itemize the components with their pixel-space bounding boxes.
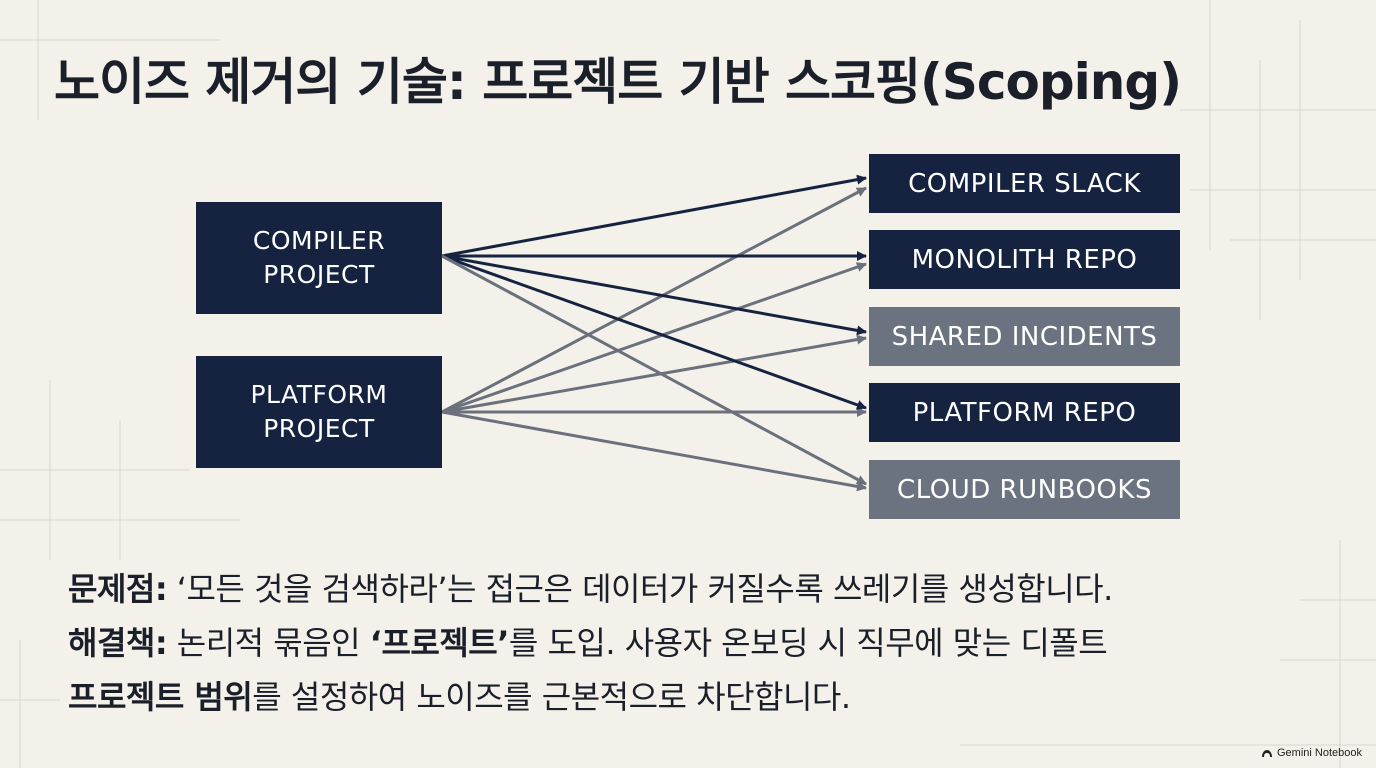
- compiler-to-runbooks-arrow: [441, 254, 867, 486]
- compiler-project-arrows: [441, 174, 867, 410]
- platform-project-arrows: [441, 186, 867, 492]
- watermark-text: Gemini Notebook: [1277, 747, 1362, 759]
- node-compiler-project-line1: COMPILER: [252, 226, 386, 255]
- arrow-platform-to-cloud-runbooks: [441, 410, 867, 492]
- solution-emphasis-project: ‘프로젝트’: [369, 624, 510, 662]
- problem-text: ‘모든 것을 검색하라’는 접근은 데이터가 커질수록 쓰레기를 생성합니다.: [167, 570, 1113, 608]
- node-platform-repo: PLATFORM REPO: [869, 383, 1180, 442]
- solution-text-3: 를 설정하여 노이즈를 근본적으로 차단합니다.: [252, 678, 851, 716]
- node-cloud-runbooks: CLOUD RUNBOOKS: [869, 460, 1180, 519]
- arrow-compiler-to-cloud-runbooks: [441, 254, 867, 486]
- node-platform-project-line1: PLATFORM: [250, 380, 388, 409]
- arrow-platform-to-compiler-slack: [441, 186, 867, 414]
- solution-emphasis-scope: 프로젝트 범위: [68, 678, 253, 716]
- node-monolith-repo: MONOLITH REPO: [869, 230, 1180, 289]
- arrow-platform-to-shared-incidents: [441, 334, 867, 414]
- problem-paragraph: 문제점: ‘모든 것을 검색하라’는 접근은 데이터가 커질수록 쓰레기를 생성…: [68, 562, 1308, 616]
- node-platform-project-line2: PROJECT: [263, 414, 375, 443]
- node-compiler-project: COMPILER PROJECT: [196, 202, 442, 314]
- solution-text-2: 를 도입. 사용자 온보딩 시 직무에 맞는 디폴트: [508, 624, 1108, 662]
- arrow-compiler-to-platform-repo: [441, 254, 867, 410]
- node-compiler-slack: COMPILER SLACK: [869, 154, 1180, 213]
- solution-label: 해결책:: [68, 624, 168, 662]
- solution-text-1: 논리적 묶음인: [167, 624, 370, 662]
- watermark: Gemini Notebook: [1261, 747, 1362, 759]
- node-shared-incidents: SHARED INCIDENTS: [869, 307, 1180, 366]
- notebook-logo-icon: [1262, 750, 1272, 757]
- explanation-text: 문제점: ‘모든 것을 검색하라’는 접근은 데이터가 커질수록 쓰레기를 생성…: [68, 562, 1308, 724]
- arrow-compiler-to-compiler-slack: [441, 174, 867, 258]
- arrow-compiler-to-shared-incidents: [441, 254, 867, 336]
- problem-label: 문제점:: [68, 570, 168, 608]
- arrow-platform-to-monolith-repo: [441, 262, 867, 414]
- solution-paragraph: 해결책: 논리적 묶음인 ‘프로젝트’를 도입. 사용자 온보딩 시 직무에 맞…: [68, 616, 1308, 724]
- node-compiler-project-line2: PROJECT: [263, 260, 375, 289]
- node-platform-project: PLATFORM PROJECT: [196, 356, 442, 468]
- page-title: 노이즈 제거의 기술: 프로젝트 기반 스코핑(Scoping): [54, 53, 1182, 111]
